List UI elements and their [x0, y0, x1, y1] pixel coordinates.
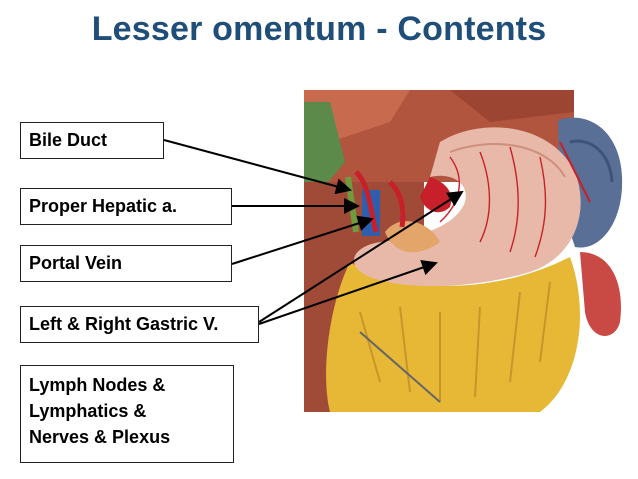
arrow-portal-vein [231, 215, 374, 265]
label-lymph-nerves: Lymph Nodes & Lymphatics & Nerves & Plex… [20, 365, 234, 463]
label-lymph-line2: Lymphatics & [29, 401, 147, 421]
label-lymph-line3: Nerves & Plexus [29, 427, 171, 447]
label-portal-vein: Portal Vein [20, 245, 232, 282]
label-gastric-text: Left & Right Gastric V. [29, 314, 219, 334]
label-lymph-line1: Lymph Nodes & [29, 375, 166, 395]
arrow-gastric-upper [258, 190, 464, 323]
label-proper-hepatic-text: Proper Hepatic a. [29, 196, 178, 216]
label-portal-vein-text: Portal Vein [29, 253, 123, 273]
label-proper-hepatic: Proper Hepatic a. [20, 188, 232, 225]
arrow-bile-duct [163, 139, 352, 195]
page-title: Lesser omentum - Contents [91, 10, 547, 48]
arrow-gastric-lower [258, 259, 438, 325]
label-bile-duct: Bile Duct [20, 122, 164, 159]
greater-omentum [326, 257, 580, 412]
label-bile-duct-text: Bile Duct [29, 130, 108, 150]
label-gastric: Left & Right Gastric V. [20, 306, 259, 343]
gallbladder [304, 102, 345, 192]
hepatic-artery [354, 170, 406, 233]
